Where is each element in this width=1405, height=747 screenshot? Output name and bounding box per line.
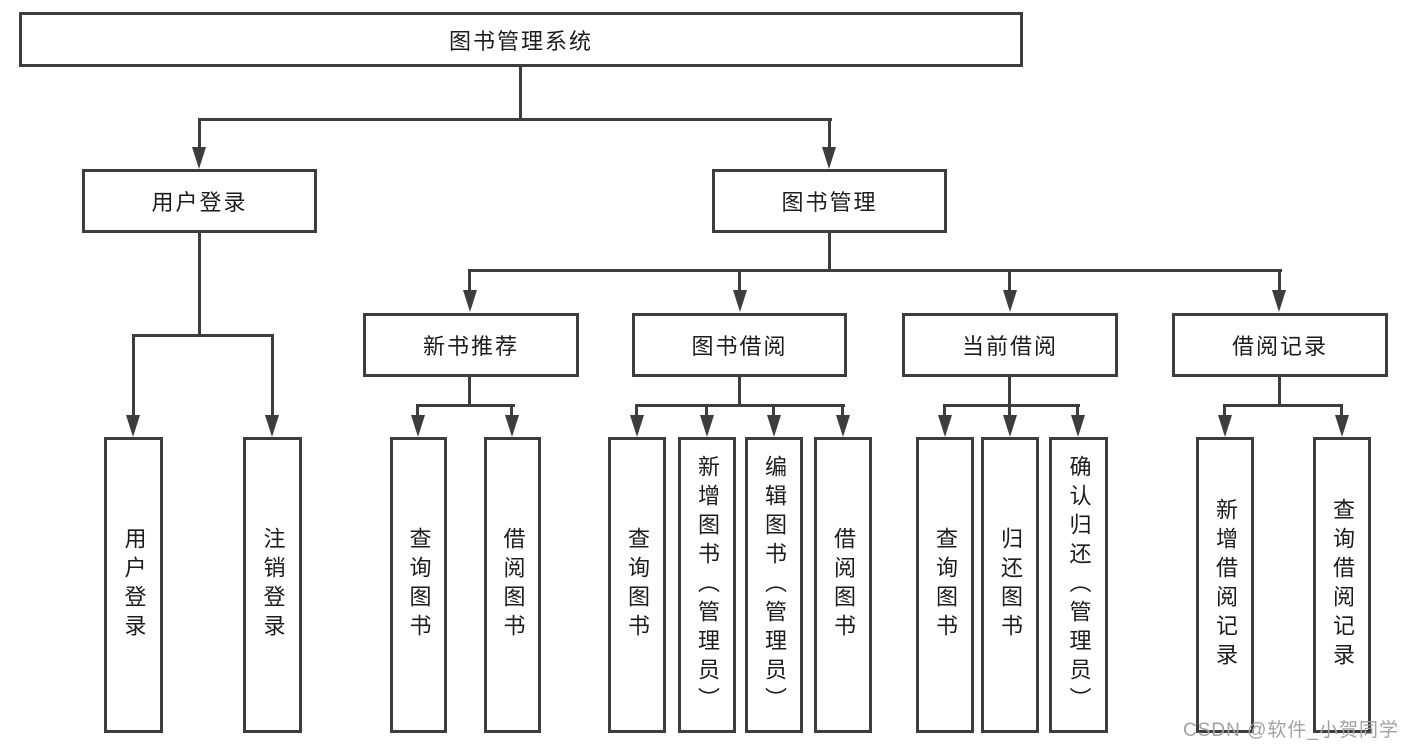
arrow-down-icon [192,147,206,169]
node-label: 当前借阅 [961,334,1058,359]
leaf-current-confirm-return-admin: 确认归还（管理员） [1049,437,1108,733]
arrow-down-icon [1335,415,1349,437]
leaf-records-add-record: 新增借阅记录 [1196,437,1254,733]
node-label: 查询借阅记录 [1330,498,1355,672]
node-label: 图书借阅 [691,334,788,359]
connector-line [1278,377,1281,406]
node-label: 图书管理系统 [448,28,593,54]
connector-line [828,232,831,272]
watermark: CSDN @软件_小贺同学 [1183,720,1399,741]
connector-line [943,404,946,418]
node-label: 归还图书 [998,527,1023,643]
node-borrow-records: 借阅记录 [1172,313,1388,377]
node-label: 新增借阅记录 [1213,498,1238,672]
arrow-down-icon [733,290,747,312]
leaf-borrow-query-books: 查询图书 [608,437,666,733]
node-label: 查询图书 [625,527,650,643]
connector-line [1008,404,1011,418]
connector-line [738,377,741,406]
connector-line [1278,269,1281,293]
node-label: 图书管理 [781,190,878,215]
node-label: 查询图书 [406,527,432,643]
node-label: 注销登录 [260,527,286,643]
connector-line [841,404,844,418]
connector-line [271,334,274,418]
node-label: 用户登录 [151,190,248,215]
connector-line [510,404,513,418]
node-label: 借阅图书 [831,527,856,643]
arrow-down-icon [1272,290,1286,312]
arrow-down-icon [265,415,279,437]
connector-line [705,404,708,418]
leaf-recommend-query-books: 查询图书 [390,437,447,733]
connector-line [198,118,832,121]
arrow-down-icon [700,415,714,437]
connector-line [772,404,775,418]
node-user-login: 用户登录 [82,169,317,233]
connector-line [468,269,1282,272]
leaf-recommend-borrow-books: 借阅图书 [484,437,541,733]
connector-line [132,334,135,418]
node-label: 新书推荐 [422,334,519,359]
arrow-down-icon [767,415,781,437]
node-root-system: 图书管理系统 [19,12,1023,67]
arrow-down-icon [938,415,952,437]
leaf-borrow-borrow-books: 借阅图书 [814,437,872,733]
node-label: 借阅图书 [500,527,526,643]
connector-line [198,118,201,150]
connector-line [1340,404,1343,418]
arrow-down-icon [411,415,425,437]
arrow-down-icon [836,415,850,437]
node-label: 借阅记录 [1231,334,1328,359]
connector-line [738,269,741,293]
node-label: 新增图书（管理员） [695,454,720,716]
connector-line [416,404,515,407]
arrow-down-icon [1003,415,1017,437]
connector-line [416,404,419,418]
connector-line [1223,404,1343,407]
node-label: 查询图书 [933,527,958,643]
leaf-current-query-books: 查询图书 [916,437,974,733]
node-label: 确认归还（管理员） [1066,454,1092,716]
connector-line [943,404,1080,407]
connector-line [635,404,845,407]
connector-line [635,404,638,418]
node-label: 编辑图书（管理员） [762,454,787,716]
arrow-down-icon [1218,415,1232,437]
node-new-book-recommend: 新书推荐 [363,313,579,377]
leaf-borrow-add-books-admin: 新增图书（管理员） [678,437,736,733]
arrow-down-icon [630,415,644,437]
connector-line [519,66,522,120]
connector-line [1008,377,1011,406]
connector-line [468,269,471,293]
node-current-borrow: 当前借阅 [902,313,1118,377]
arrow-down-icon [1003,290,1017,312]
connector-line [1076,404,1079,418]
leaf-current-return-books: 归还图书 [981,437,1039,733]
arrow-down-icon [1071,415,1085,437]
connector-line [132,334,274,337]
connector-line [1223,404,1226,418]
connector-line [468,377,471,406]
arrow-down-icon [126,415,140,437]
node-book-borrow: 图书借阅 [632,313,847,377]
node-label: 用户登录 [121,527,147,643]
arrow-down-icon [463,290,477,312]
connector-line [198,233,201,336]
connector-line [828,118,831,150]
leaf-logout: 注销登录 [243,437,302,733]
connector-line [1008,269,1011,293]
leaf-records-query-record: 查询借阅记录 [1313,437,1371,733]
node-book-management: 图书管理 [712,169,947,233]
arrow-down-icon [505,415,519,437]
leaf-user-login: 用户登录 [104,437,163,733]
leaf-borrow-edit-books-admin: 编辑图书（管理员） [745,437,803,733]
arrow-down-icon [822,147,836,169]
